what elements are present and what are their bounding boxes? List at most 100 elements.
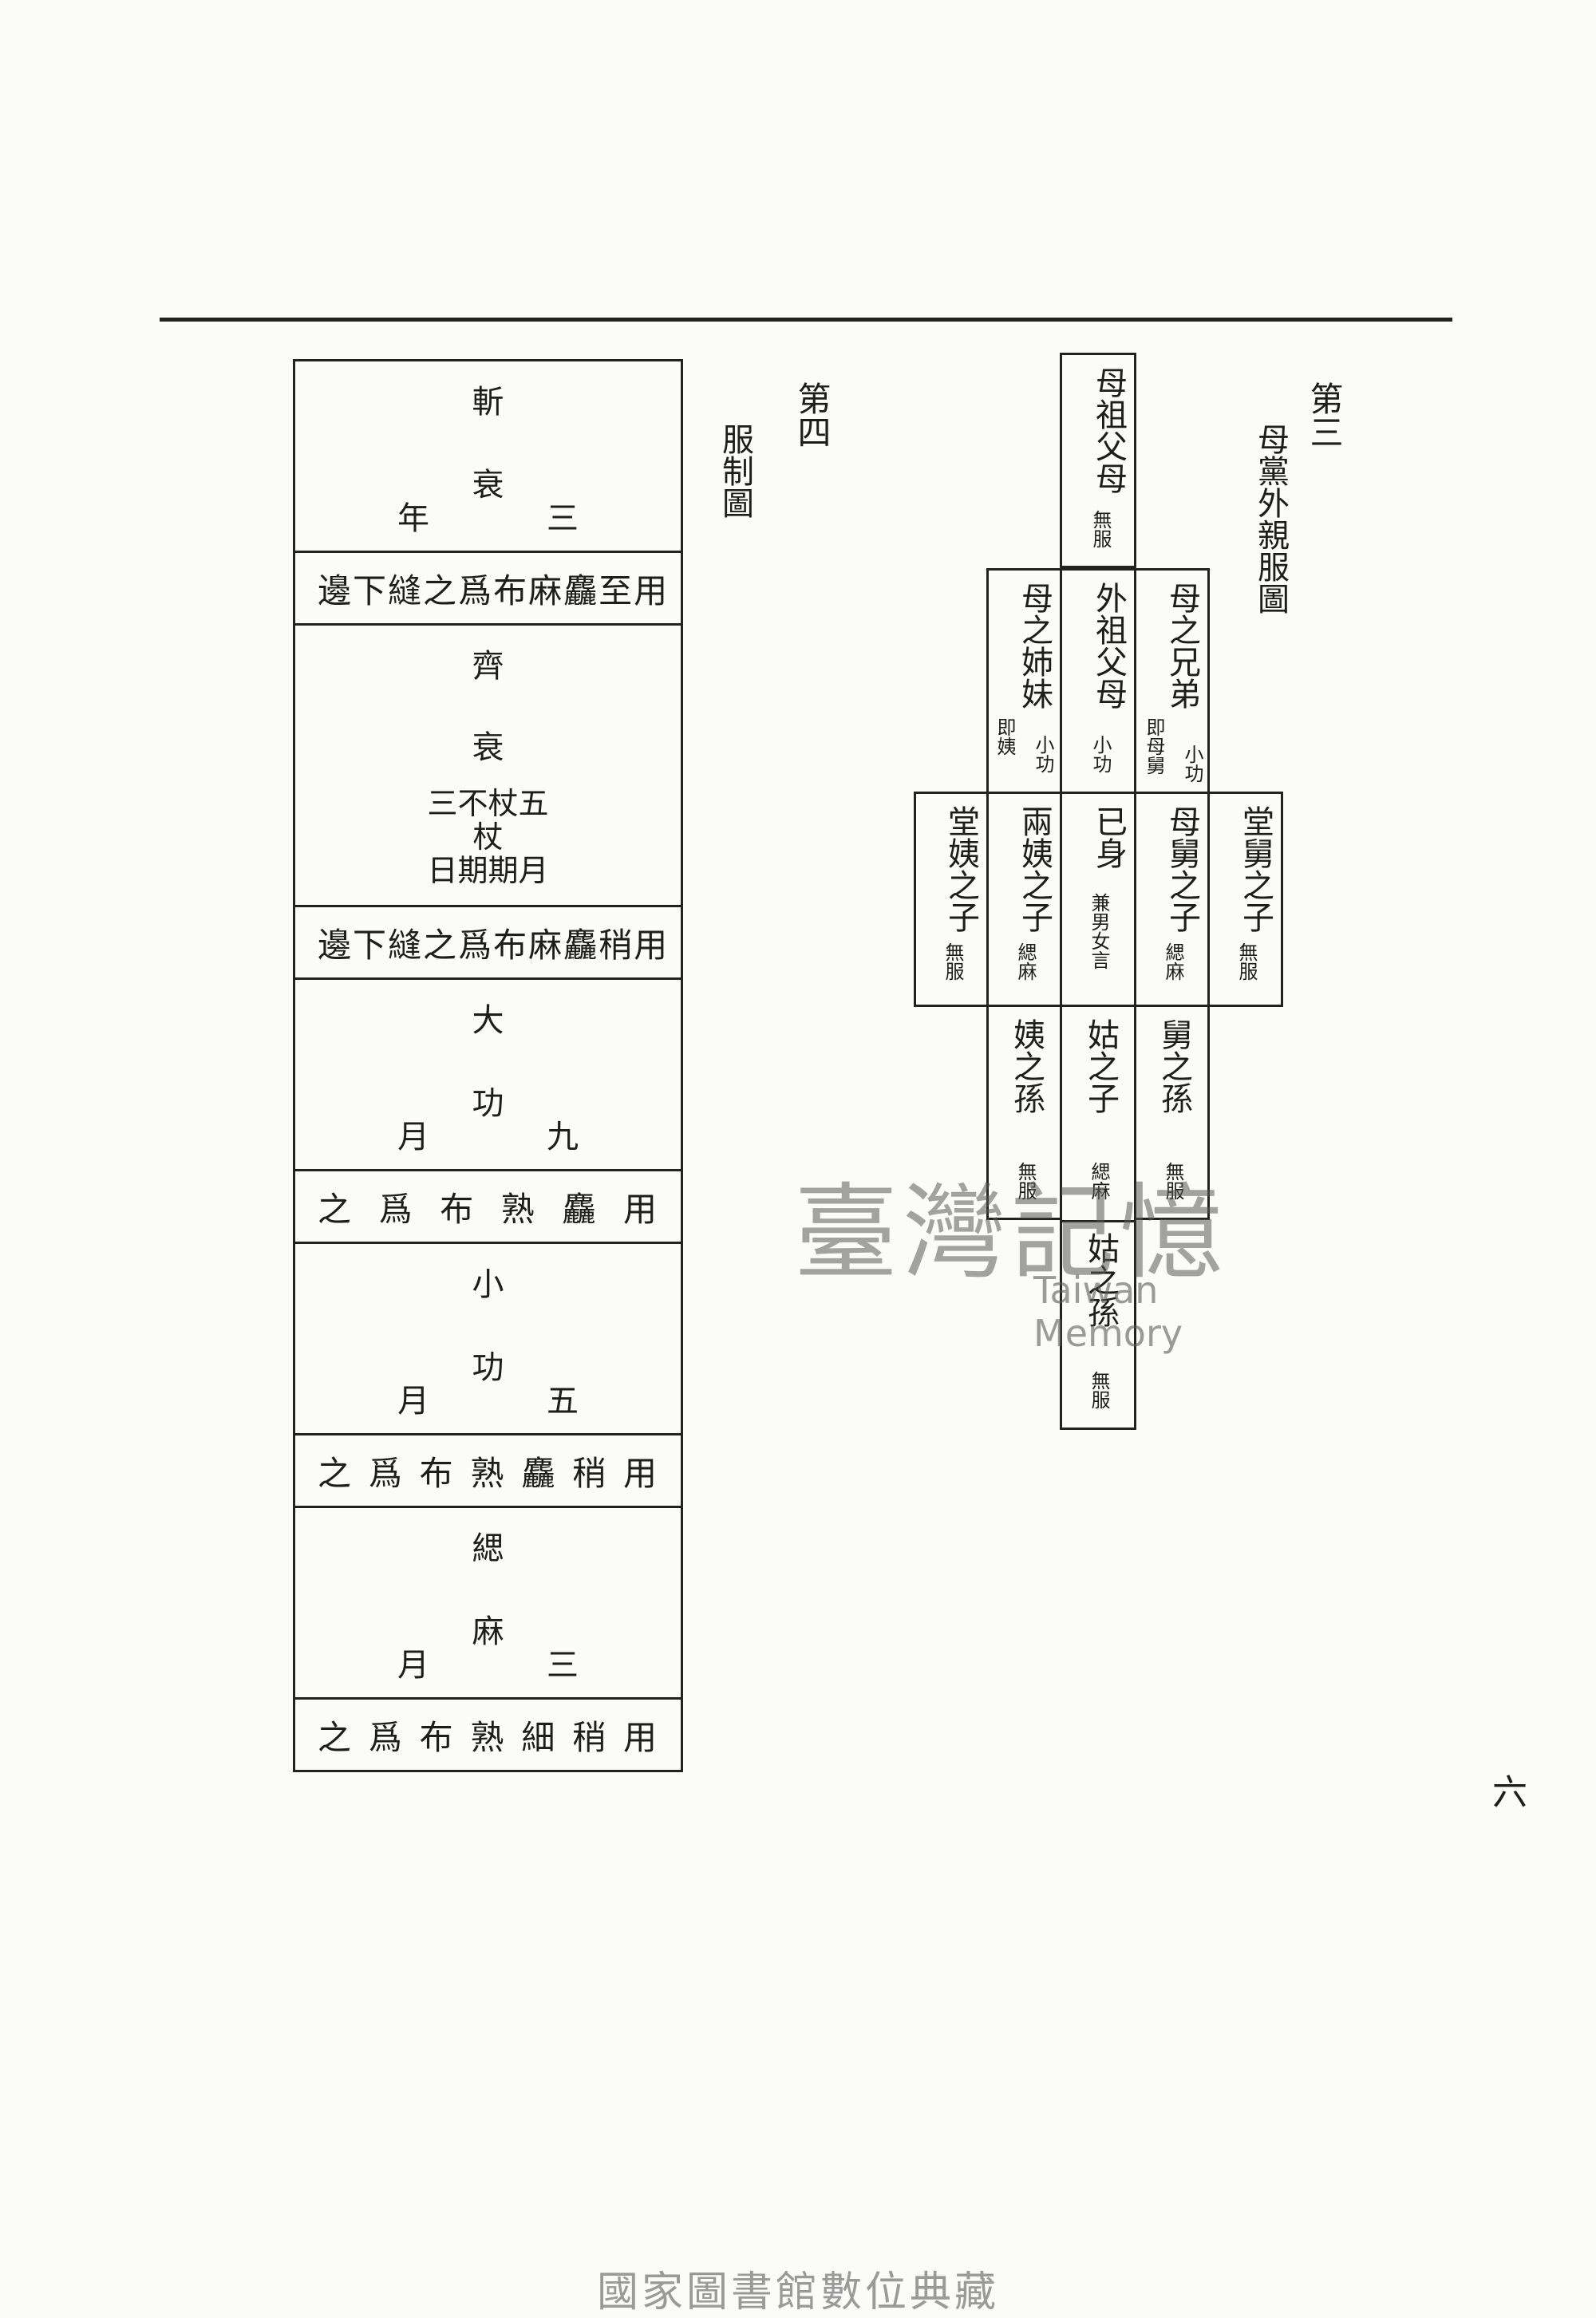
material-row: 邊 下 縫 之 爲 布 麻 麤 至 用 [295,551,681,623]
mourning-note: 小功 [1181,744,1203,783]
chart3-title: 母黨外親服圖 [1252,423,1289,614]
cell-aunt-children: 兩姨之子 緦麻 [986,792,1062,1007]
material-char: 麤 [563,925,599,965]
material-char: 爲 [458,925,494,965]
grade-name: 緦 [472,1530,504,1567]
material-char: 爲 [368,1717,404,1757]
mourning-note: 兼男女言 [1088,893,1110,969]
material-char: 用 [622,1189,658,1229]
chart4-title: 服制圖 [717,423,753,519]
material-char: 爲 [378,1189,414,1229]
cell-cousin-aunt-children: 堂姨之子 無服 [914,792,989,1007]
material-char: 爲 [458,571,494,610]
grade-duration: 三 [547,500,579,537]
material-char: 邊 [318,571,354,610]
material-char: 布 [419,1453,455,1493]
grade-dagong: 大 功 九 月 [295,977,681,1169]
cell-self: 已身 兼男女言 [1060,792,1136,1007]
material-char: 稍 [572,1453,608,1493]
mourning-note: 無服 [1089,510,1112,548]
cell-uncle-grandchildren: 舅之孫 無服 [1134,1005,1210,1220]
relative-label: 母舅之子 [1163,805,1200,933]
duration-line: 日期期月 [427,853,549,888]
material-char: 之 [318,1189,354,1229]
cell-cousin-uncle-children: 堂舅之子 無服 [1207,792,1283,1007]
grade-name: 麻 [472,1613,504,1650]
relative-label: 姨之孫 [1008,1018,1045,1114]
chart3-number: 第三 [1305,381,1344,448]
cell-divider [1060,1220,1136,1222]
grade-duration: 九 [547,1119,579,1155]
cell-aunt-grandchildren: 姨之孫 無服 [986,1005,1062,1220]
material-char: 麻 [528,571,564,610]
relation-note: 即母舅 [1143,717,1165,775]
top-rule [160,318,1452,322]
mourning-note: 緦麻 [1162,942,1184,981]
grade-name: 大 [472,1002,504,1039]
relative-label: 堂舅之子 [1237,805,1274,933]
grade-name: 功 [472,1349,504,1386]
mourning-note: 無服 [1235,942,1258,981]
material-char: 細 [521,1717,557,1757]
material-char: 縫 [388,571,424,610]
material-char: 之 [318,1453,354,1493]
mourning-note: 小功 [1032,735,1054,773]
grade-duration: 年 [397,500,429,537]
material-char: 下 [353,571,389,610]
duration-line: 杖 [472,819,504,855]
grade-duration: 月 [397,1383,429,1420]
material-char: 下 [353,925,389,965]
material-char: 之 [423,925,459,965]
relative-label: 已身 [1090,805,1127,869]
material-char: 麤 [521,1453,557,1493]
grade-zicui: 齊 衰 三不杖五 杖 日期期月 [295,623,681,905]
grade-name: 小 [472,1266,504,1303]
grade-name: 功 [472,1085,504,1122]
relative-label: 母祖父母 [1090,366,1127,494]
relative-label: 兩姨之子 [1016,805,1053,933]
material-char: 布 [493,925,529,965]
relative-label: 外祖父母 [1090,582,1127,709]
grade-duration: 五 [547,1383,579,1420]
relative-label: 姑之孫 [1082,1232,1119,1328]
grade-name: 齊 [472,648,504,685]
mourning-note: 小功 [1089,735,1112,773]
mourning-note: 無服 [1014,1162,1037,1200]
mourning-note: 緦麻 [1014,942,1037,981]
material-char: 用 [622,1717,658,1757]
relative-label: 堂姨之子 [942,805,979,933]
grade-duration: 月 [397,1647,429,1684]
grade-duration: 三 [547,1647,579,1684]
grade-name: 衰 [472,729,504,766]
grade-duration: 月 [397,1119,429,1155]
material-char: 稍 [572,1717,608,1757]
material-char: 熟 [470,1717,506,1757]
material-row: 之 爲 布 熟 麤 稍 用 [295,1433,681,1506]
duration-line: 三不杖五 [427,786,549,821]
material-row: 之 爲 布 熟 細 稍 用 [295,1697,681,1772]
material-char: 用 [634,925,670,965]
mourning-note: 無服 [942,942,964,981]
page-number: 六 [1492,1772,1527,1813]
material-char: 布 [493,571,529,610]
material-row: 之 爲 布 熟 麤 用 [295,1169,681,1242]
mourning-note: 無服 [1088,1371,1110,1409]
grade-name: 衰 [472,467,504,503]
material-char: 稍 [598,925,634,965]
grade-duration: 三不杖五 杖 日期期月 [295,787,681,887]
material-char: 布 [419,1717,455,1757]
mourning-note: 無服 [1162,1162,1184,1200]
material-char: 麻 [528,925,564,965]
material-char: 邊 [318,925,354,965]
material-char: 縫 [388,925,424,965]
grade-sima: 緦 麻 三 月 [295,1506,681,1697]
mourning-note: 緦麻 [1088,1162,1110,1200]
grade-zhancui: 斬 衰 三 年 [295,359,681,551]
grade-xiaogong: 小 功 五 月 [295,1242,681,1433]
material-char: 用 [634,571,670,610]
material-char: 熟 [470,1453,506,1493]
relative-label: 母之兄弟 [1163,582,1200,709]
cell-maternal-great-grandparents: 母祖父母 無服 [1060,353,1136,568]
material-char: 麤 [563,571,599,610]
mourning-grade-table: 斬 衰 三 年 邊 下 縫 之 爲 布 麻 麤 至 用 齊 衰 三不杖五 杖 日… [293,359,683,1772]
